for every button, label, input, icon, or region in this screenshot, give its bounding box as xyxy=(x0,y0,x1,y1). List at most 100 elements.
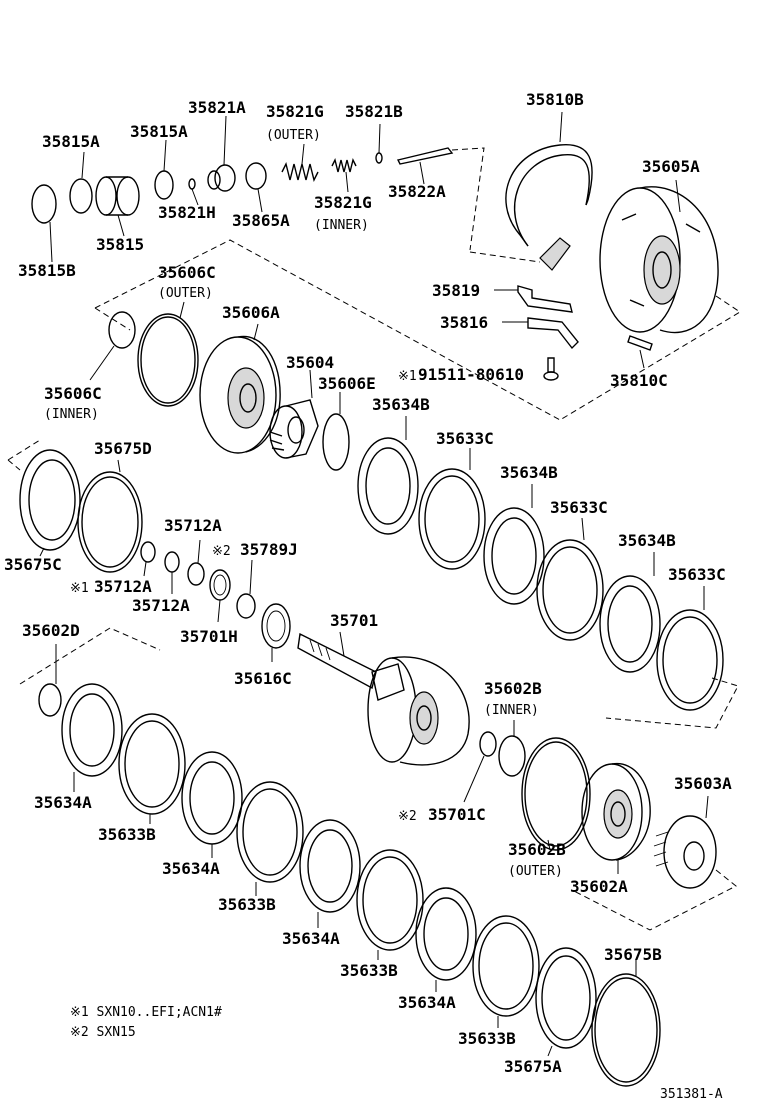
guide-dash-band xyxy=(469,251,541,263)
figure-id: 351381-A xyxy=(660,1087,723,1102)
clutch-plate-35633B-3 xyxy=(356,849,424,960)
label-35821H: 35821H xyxy=(158,203,216,222)
clutch-disc-35634A-2 xyxy=(181,751,243,858)
label-35605A: 35605A xyxy=(642,157,700,176)
label-35633C-2: 35633C xyxy=(550,498,608,517)
ring-35821H xyxy=(188,178,199,206)
label-35675B: 35675B xyxy=(604,945,662,964)
label-35616C: 35616C xyxy=(234,669,292,688)
bolt-91511-80610 xyxy=(543,357,559,381)
clutch-plate-35633C-2 xyxy=(536,517,604,641)
piston-35815 xyxy=(95,176,140,237)
label-35634A-2: 35634A xyxy=(162,859,220,878)
label-35602A: 35602A xyxy=(570,877,628,896)
strut-35819 xyxy=(494,285,573,313)
label-35604: 35604 xyxy=(286,353,334,372)
label-35602B-outer: 35602B xyxy=(508,840,566,859)
label-35819: 35819 xyxy=(432,281,480,300)
label-35606E: 35606E xyxy=(318,374,376,393)
label-35815: 35815 xyxy=(96,235,144,254)
label-35633C-1: 35633C xyxy=(436,429,494,448)
mark-2-35701C: ※2 xyxy=(398,809,417,824)
clutch-disc-35634B-3 xyxy=(599,552,661,673)
label-35712A-bottom: 35712A xyxy=(132,596,190,615)
guide-dash-hub xyxy=(571,869,737,931)
label-35789J: 35789J xyxy=(240,540,298,559)
label-35815A-right: 35815A xyxy=(130,122,188,141)
label-35810C: 35810C xyxy=(610,371,668,390)
mark-1-bolt: ※1 xyxy=(398,369,417,384)
label-35821A: 35821A xyxy=(188,98,246,117)
clutch-plate-35633B-2 xyxy=(236,781,304,896)
input-shaft-drum-35701 xyxy=(297,631,470,766)
footnotes: ※1 SXN10..EFI;ACN1# ※2 SXN15 xyxy=(70,1005,222,1040)
guide-dash-pump xyxy=(94,239,561,421)
spring-35821G-outer xyxy=(281,143,319,183)
clutch-disc-35634A-4 xyxy=(415,887,477,992)
sublabel-inner-35821G: (INNER) xyxy=(314,218,369,233)
label-35633B-2: 35633B xyxy=(218,895,276,914)
strut-35816 xyxy=(502,317,579,350)
label-35712A-top: 35712A xyxy=(164,516,222,535)
drum-35605A xyxy=(599,179,719,334)
label-35822A: 35822A xyxy=(388,182,446,201)
label-35865A: 35865A xyxy=(232,211,290,230)
part-labels: 35815A 35815A 35815 35815B 35821A 35821H… xyxy=(4,90,732,1076)
label-35816: 35816 xyxy=(440,313,488,332)
washer-35821B xyxy=(375,123,383,164)
rod-35822A xyxy=(396,147,454,185)
piston-35821A xyxy=(207,115,236,192)
label-35821B: 35821B xyxy=(345,102,403,121)
mark-2-35789J: ※2 xyxy=(212,544,231,559)
oring-35602B-outer xyxy=(521,737,591,851)
clutch-plate-35633C-1 xyxy=(418,448,486,570)
label-35634A-1: 35634A xyxy=(34,793,92,812)
sublabel-outer-35821G: (OUTER) xyxy=(266,128,321,143)
race-35712A-1 xyxy=(140,541,156,577)
label-35701: 35701 xyxy=(330,611,378,630)
bearing-35701H xyxy=(209,569,231,623)
snap-ring-35675B xyxy=(591,960,661,1087)
label-35603A: 35603A xyxy=(674,774,732,793)
label-35634A-3: 35634A xyxy=(282,929,340,948)
spring-35821G-inner xyxy=(331,157,357,193)
label-35815B: 35815B xyxy=(18,261,76,280)
ring-35815A-right xyxy=(154,139,174,200)
label-35606A: 35606A xyxy=(222,303,280,322)
oring-35602B-inner xyxy=(498,720,526,777)
mark-1-35712A: ※1 xyxy=(70,581,89,596)
clutch-disc-35634A-3 xyxy=(299,819,361,928)
guide-dash-lower-left xyxy=(19,627,161,685)
label-35606C-inner: 35606C xyxy=(44,384,102,403)
label-35602B-inner: 35602B xyxy=(484,679,542,698)
race-35712A-3 xyxy=(187,539,205,586)
label-35701C: 35701C xyxy=(428,805,486,824)
pin-35810C xyxy=(627,335,653,369)
label-35675D: 35675D xyxy=(94,439,152,458)
label-35633B-1: 35633B xyxy=(98,825,156,844)
clutch-plate-35633C-3 xyxy=(656,586,724,711)
guide-dash-plates-c xyxy=(605,677,739,729)
label-35634A-4: 35634A xyxy=(398,993,456,1012)
label-35602D: 35602D xyxy=(22,621,80,640)
label-35633C-3: 35633C xyxy=(668,565,726,584)
label-91511-80610: 91511-80610 xyxy=(418,365,524,384)
snap-ring-35815B xyxy=(31,184,57,263)
snap-ring-35675D xyxy=(77,459,143,573)
brake-band-35810B xyxy=(505,111,593,271)
bearing-35701C xyxy=(463,731,497,803)
oring-35606C-outer xyxy=(137,301,199,407)
clutch-disc-35634B-2 xyxy=(483,484,545,605)
clutch-plate-35633B-1 xyxy=(118,713,186,824)
snap-ring-35602D xyxy=(38,644,62,717)
sublabel-outer-35606C: (OUTER) xyxy=(158,286,213,301)
guide-dash-drum xyxy=(559,295,741,421)
guide-dash-rod xyxy=(451,147,485,251)
label-35633B-3: 35633B xyxy=(340,961,398,980)
sublabel-outer-35602B: (OUTER) xyxy=(508,864,563,879)
footnote-2: ※2 SXN15 xyxy=(70,1025,136,1040)
sublabel-inner-35602B: (INNER) xyxy=(484,703,539,718)
label-35675A: 35675A xyxy=(504,1057,562,1076)
label-35606C-outer: 35606C xyxy=(158,263,216,282)
clutch-disc-35634B-1 xyxy=(357,416,419,535)
